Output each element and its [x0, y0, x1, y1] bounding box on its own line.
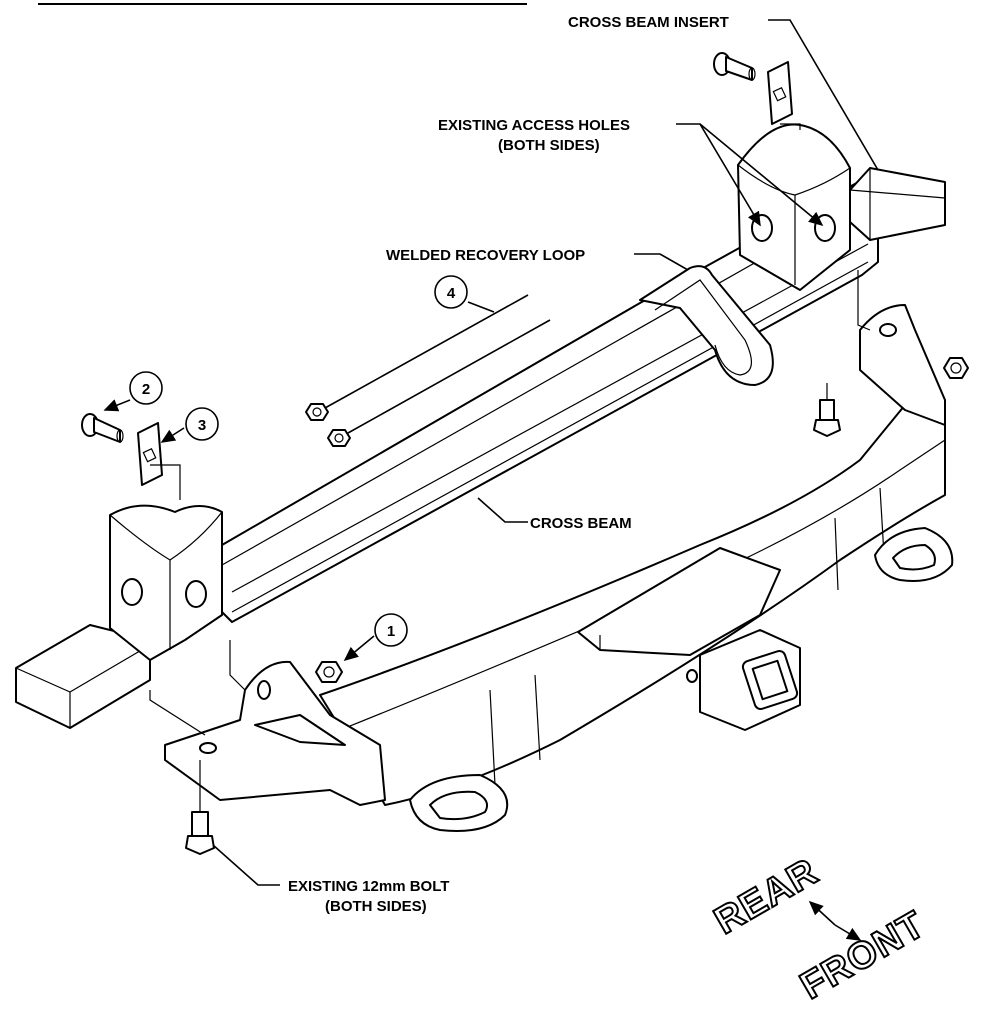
leader-3 [160, 427, 185, 443]
label-cross-beam-insert: CROSS BEAM INSERT [568, 14, 729, 31]
callout-3: 3 [185, 407, 219, 441]
label-access-holes-sub: (BOTH SIDES) [498, 137, 600, 154]
label-12mm-bolt-sub: (BOTH SIDES) [325, 898, 427, 915]
left-mount-plate [164, 660, 386, 806]
front-label: FRONT [794, 903, 933, 1007]
label-12mm-bolt: EXISTING 12mm BOLT [288, 878, 449, 895]
recovery-loop-left [409, 774, 509, 832]
cross-beam-insert [849, 167, 946, 241]
rod-4a [324, 294, 529, 409]
leader-recovery-loop [634, 253, 689, 271]
leader-lines [103, 19, 879, 886]
leader-2 [103, 399, 131, 412]
existing-bolt-right [813, 399, 841, 437]
callout-3-number: 3 [198, 417, 206, 434]
nut-1 [315, 661, 343, 683]
leader-4 [467, 301, 495, 313]
spacer-plate-3 [137, 422, 163, 486]
nut-4a [305, 403, 329, 421]
recovery-loop-right [874, 527, 954, 582]
carriage-bolt-2 [81, 413, 124, 443]
rear-arrow [808, 900, 836, 926]
leader-1 [343, 635, 375, 662]
label-access-holes: EXISTING ACCESS HOLES [438, 117, 630, 134]
front-arrow [834, 924, 862, 941]
label-cross-beam: CROSS BEAM [530, 515, 632, 532]
right-mount-plate [859, 304, 946, 426]
rod-4b [347, 319, 551, 434]
leader-access-hole-right [699, 123, 824, 227]
label-recovery-loop: WELDED RECOVERY LOOP [386, 247, 585, 264]
callout-4: 4 [434, 275, 468, 309]
rear-label: REAR [708, 851, 826, 943]
recovery-loop-top [639, 265, 774, 386]
callout-1: 1 [374, 613, 408, 647]
hitch-receiver-body [319, 404, 946, 806]
carriage-bolt-top [713, 52, 756, 81]
right-bracket [737, 123, 851, 291]
nut-right [943, 357, 969, 379]
left-bracket [109, 504, 223, 661]
left-insert-tube [15, 624, 151, 729]
callout-4-number: 4 [447, 285, 456, 302]
callout-2-number: 2 [142, 381, 150, 398]
spacer-plate-top [767, 61, 793, 125]
leader-cross-beam [477, 497, 528, 523]
leader-cross-beam-insert [768, 19, 879, 171]
existing-bolt-left [185, 811, 215, 855]
assembly-lines [149, 123, 871, 812]
direction-indicator: REAR FRONT [707, 850, 934, 1009]
nut-4b [327, 429, 351, 447]
callout-1-number: 1 [387, 623, 395, 640]
leader-12mm-bolt [212, 844, 280, 886]
callout-2: 2 [129, 371, 163, 405]
